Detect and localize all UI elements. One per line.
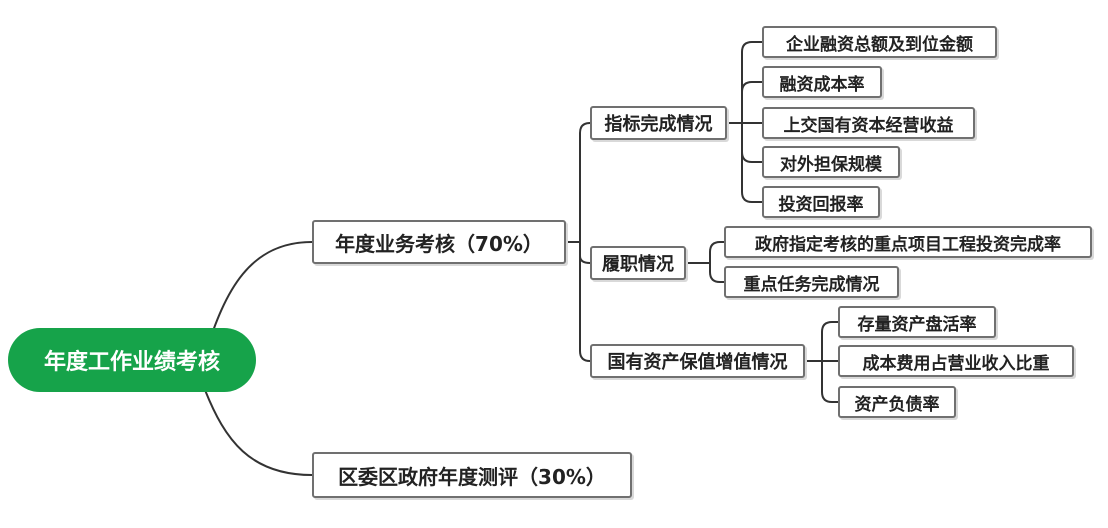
connector-to-assets: [579, 256, 591, 362]
connector-assets-1: [821, 321, 838, 361]
branch-annual-business-assessment[interactable]: 年度业务考核（70%）: [312, 220, 566, 264]
topic-duty-performance[interactable]: 履职情况: [590, 246, 686, 280]
item-key-task-completion[interactable]: 重点任务完成情况: [724, 266, 899, 298]
branch-district-evaluation[interactable]: 区委区政府年度测评（30%）: [312, 452, 632, 498]
connector-to-duty: [579, 242, 591, 264]
connector-ind-4: [741, 123, 762, 163]
connector-duty-2: [709, 263, 724, 283]
item-debt-asset-ratio[interactable]: 资产负债率: [838, 386, 956, 418]
item-state-capital-income[interactable]: 上交国有资本经营收益: [762, 107, 975, 139]
item-financing-total[interactable]: 企业融资总额及到位金额: [762, 26, 997, 58]
connector-to-indicators: [579, 122, 591, 242]
item-investment-return[interactable]: 投资回报率: [762, 186, 880, 218]
topic-indicator-completion[interactable]: 指标完成情况: [590, 106, 727, 140]
connector-duty-1: [709, 241, 724, 263]
item-cost-to-revenue-ratio[interactable]: 成本费用占营业收入比重: [838, 345, 1074, 377]
connector-ind-5: [741, 123, 762, 203]
topic-asset-value-preservation[interactable]: 国有资产保值增值情况: [590, 344, 805, 378]
item-asset-revitalization-rate[interactable]: 存量资产盘活率: [838, 306, 996, 338]
connector-root-evaluation: [204, 389, 313, 476]
root-node[interactable]: 年度工作业绩考核: [8, 328, 256, 392]
connector-assets-3: [821, 361, 838, 403]
connector-ind-1: [741, 41, 762, 123]
item-key-project-investment-rate[interactable]: 政府指定考核的重点项目工程投资完成率: [724, 226, 1092, 258]
item-external-guarantee[interactable]: 对外担保规模: [762, 146, 900, 178]
item-financing-cost-rate[interactable]: 融资成本率: [762, 66, 882, 98]
connector-ind-2: [741, 81, 762, 123]
